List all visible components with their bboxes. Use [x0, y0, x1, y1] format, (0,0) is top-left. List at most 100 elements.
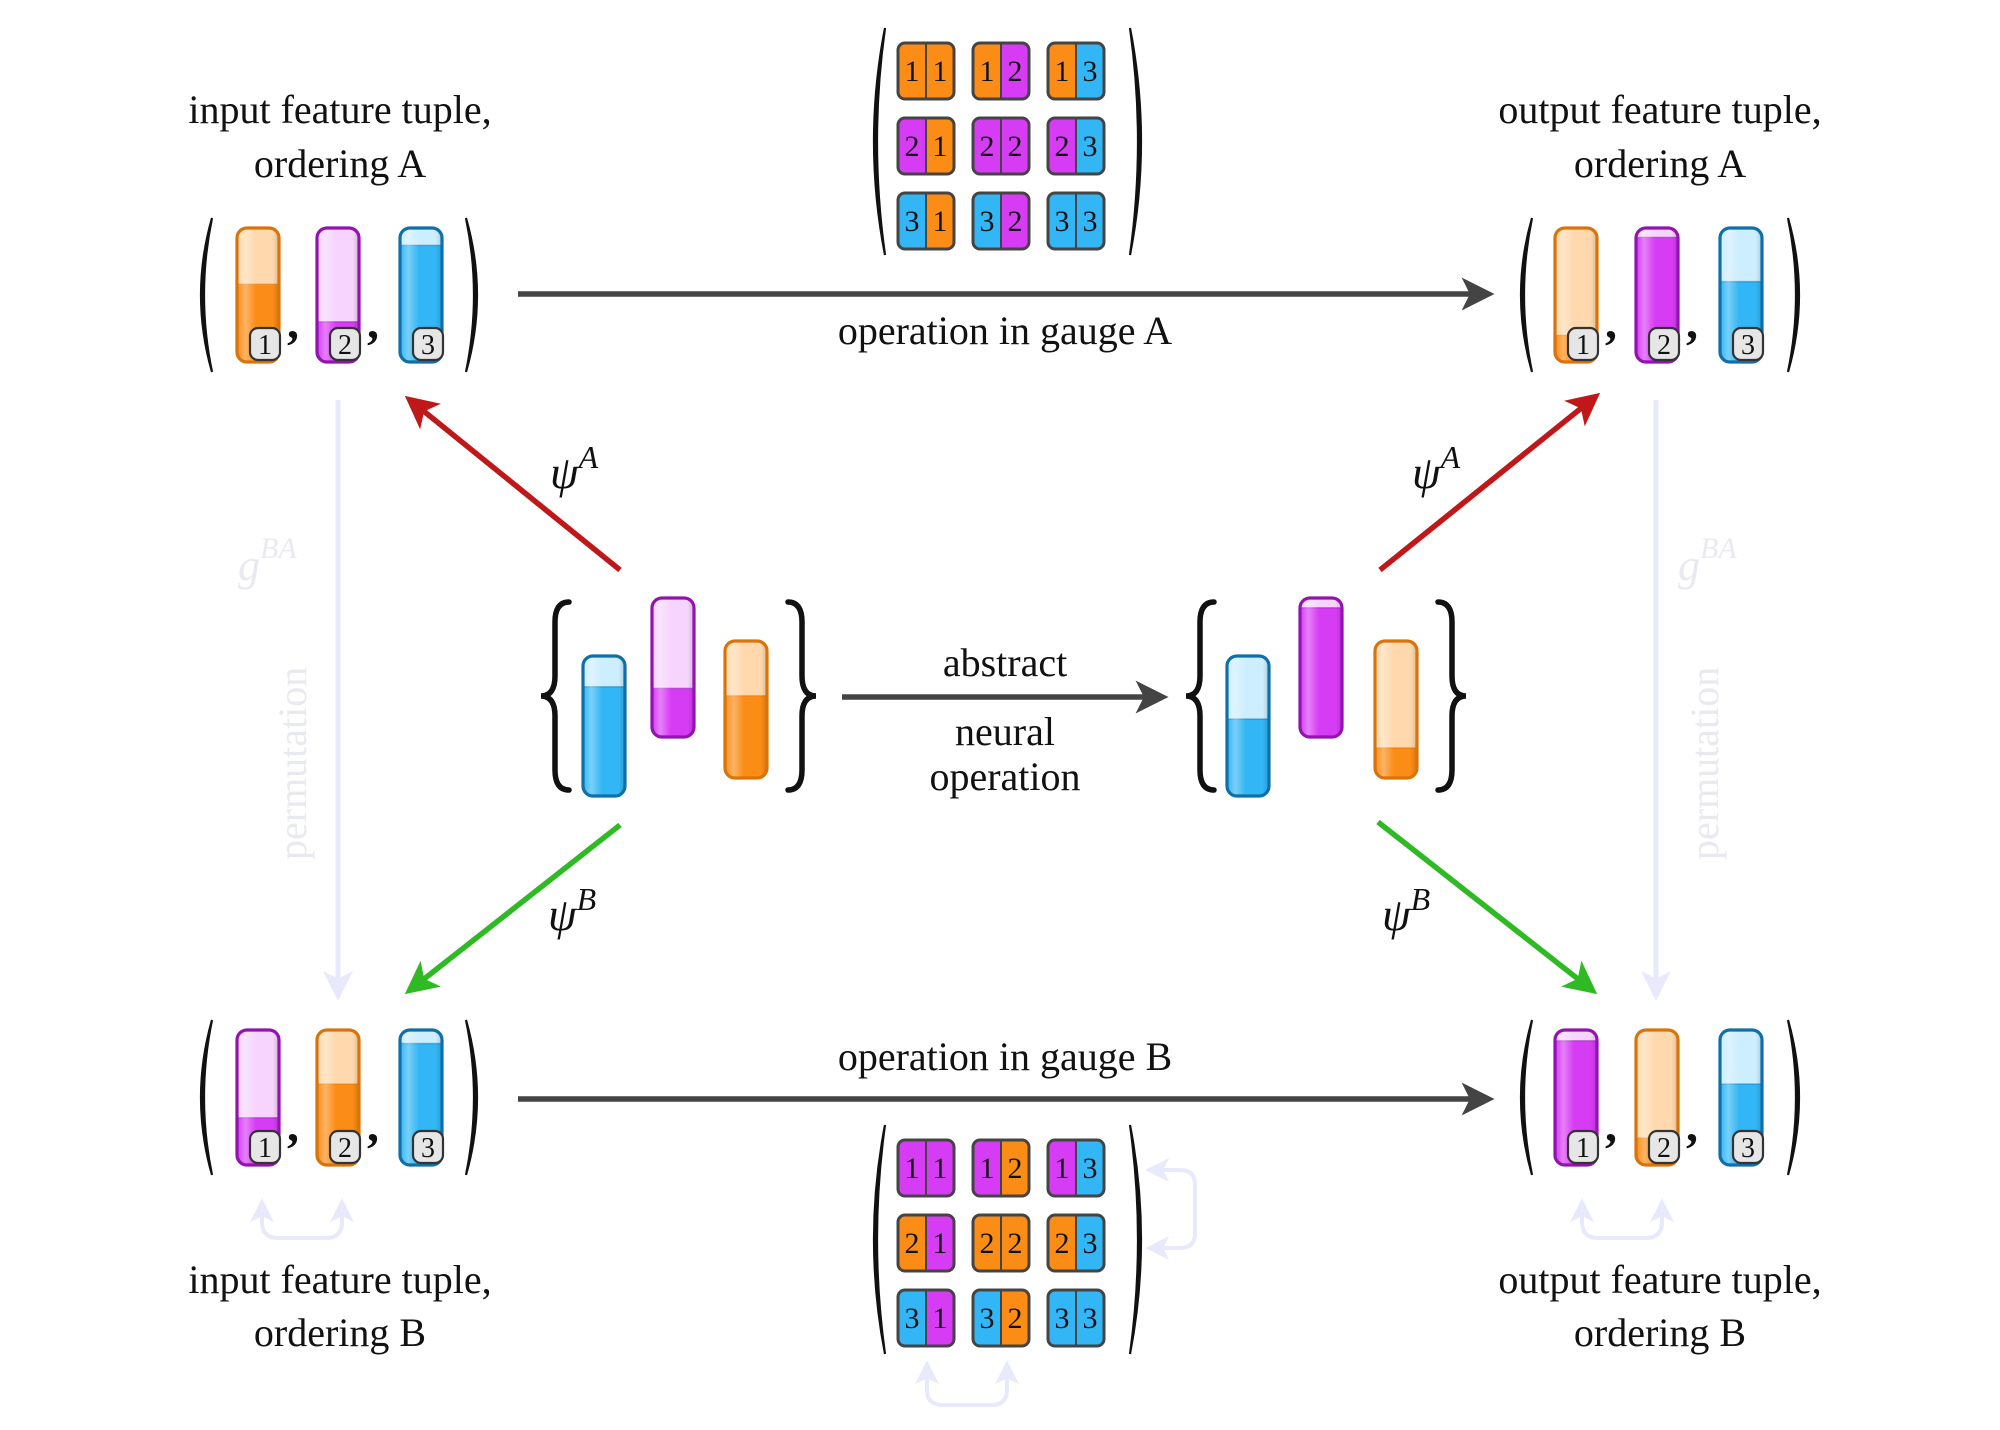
- cell-row-index: 2: [1055, 130, 1070, 163]
- tube-bottom_right-2: 2: [1634, 1028, 1681, 1167]
- tube-top_right-3: 3: [1718, 226, 1765, 364]
- cell-col-index: 3: [1083, 205, 1098, 238]
- right-paren: [1128, 27, 1143, 256]
- tuple-comma: ,: [287, 296, 299, 349]
- g-ba-label-left: gBA: [238, 532, 297, 590]
- label-top-right-line2: ordering A: [1574, 141, 1746, 186]
- label-top-left-line1: input feature tuple,: [188, 87, 491, 132]
- badge-number: 3: [421, 330, 435, 361]
- label-bottom-right: output feature tuple, ordering B: [1498, 1257, 1821, 1355]
- permutation-arrow-left: gBA permutation: [238, 400, 353, 1001]
- tube-outline: [581, 654, 627, 798]
- permutation-arrow-right: gBA permutation: [1641, 400, 1737, 1001]
- cell-row-index: 1: [1055, 1152, 1070, 1185]
- cell-col-index: 1: [933, 205, 948, 238]
- label-top-right: output feature tuple, ordering A: [1498, 87, 1821, 186]
- channel-index-badge: 3: [411, 1129, 445, 1165]
- tube-bottom_right-3: 3: [1718, 1028, 1765, 1167]
- cell-row-index: 2: [980, 130, 995, 163]
- tube-outline: [650, 596, 696, 739]
- tube-outline: [398, 1028, 444, 1167]
- badge-number: 2: [1657, 330, 1671, 361]
- cell-row-index: 2: [1055, 1227, 1070, 1260]
- tube-outline: [235, 226, 281, 364]
- swap-arrow-matrix-columns: [915, 1360, 1019, 1407]
- left-brace: [1185, 599, 1217, 793]
- cell-col-index: 1: [933, 1227, 948, 1260]
- tuple-comma: ,: [367, 1099, 379, 1152]
- label-bottom-right-line1: output feature tuple,: [1498, 1257, 1821, 1302]
- feature-sets: [540, 596, 1467, 798]
- cell-col-index: 1: [933, 55, 948, 88]
- cell-col-index: 1: [933, 130, 948, 163]
- cell-col-index: 2: [1008, 1152, 1023, 1185]
- left-paren: [872, 27, 887, 256]
- label-bottom-right-line2: ordering B: [1574, 1310, 1746, 1355]
- cell-col-index: 3: [1083, 1152, 1098, 1185]
- cell-col-index: 2: [1008, 1302, 1023, 1335]
- channel-index-badge: 3: [1731, 1129, 1765, 1165]
- badge-number: 2: [1657, 1133, 1671, 1164]
- channel-index-badge: 2: [328, 326, 362, 362]
- cell-col-index: 3: [1083, 130, 1098, 163]
- right-paren: [464, 217, 479, 373]
- arrow-psi-b-left: [404, 822, 622, 995]
- swap-arrow-matrix-rows: [1145, 1158, 1197, 1260]
- tuple-comma: ,: [1605, 1099, 1617, 1152]
- arrow-psi-a-right: [1378, 392, 1601, 573]
- tube-top_left-3: 3: [398, 226, 445, 364]
- badge-number: 1: [1576, 330, 1590, 361]
- label-abstract: abstract: [943, 640, 1067, 685]
- cell-col-index: 3: [1083, 1227, 1098, 1260]
- left-paren: [1519, 1019, 1534, 1176]
- tube-top_left-1: 1: [235, 226, 282, 364]
- cell-row-index: 1: [905, 55, 920, 88]
- label-top-left: input feature tuple, ordering A: [188, 87, 491, 186]
- cell-row-index: 1: [980, 1152, 995, 1185]
- cell-row-index: 2: [905, 130, 920, 163]
- cell-row-index: 1: [1055, 55, 1070, 88]
- cell-col-index: 1: [933, 1302, 948, 1335]
- left-paren: [1519, 217, 1534, 373]
- tube-set-input-1: [581, 654, 627, 798]
- cell-col-index: 2: [1008, 1227, 1023, 1260]
- tube-bottom_left-1: 1: [235, 1028, 282, 1167]
- tuple-comma: ,: [1686, 1099, 1698, 1152]
- label-bottom-left: input feature tuple, ordering B: [188, 1257, 491, 1355]
- channel-index-badge: 2: [1647, 326, 1681, 362]
- tube-set-output-3: [1373, 639, 1419, 780]
- feature-tuple-top-left: 1,2,3: [199, 217, 479, 373]
- cell-row-index: 3: [1055, 205, 1070, 238]
- tube-set-input-3: [723, 639, 769, 780]
- tube-outline: [398, 226, 444, 364]
- tube-set-output-1: [1225, 654, 1271, 798]
- badge-number: 2: [338, 330, 352, 361]
- cell-col-index: 2: [1008, 130, 1023, 163]
- badge-number: 3: [1741, 330, 1755, 361]
- swap-arrow-bottom-right: [1570, 1198, 1674, 1240]
- tube-set-input-2: [650, 596, 696, 739]
- cell-row-index: 1: [905, 1152, 920, 1185]
- right-brace: [785, 599, 817, 793]
- cell-row-index: 2: [980, 1227, 995, 1260]
- tube-bottom_left-3: 3: [398, 1028, 445, 1167]
- tube-top_right-2: 2: [1634, 226, 1681, 364]
- tube-outline: [1553, 1028, 1599, 1167]
- left-paren: [199, 217, 214, 373]
- label-psi-b-left: ψB: [548, 881, 596, 940]
- label-psi-a-right: ψA: [1412, 439, 1461, 498]
- feature-tuple-bottom-right: 1, 2, 3: [1519, 1019, 1801, 1176]
- right-paren: [464, 1019, 479, 1176]
- badge-number: 1: [1576, 1133, 1590, 1164]
- right-paren: [1128, 1124, 1143, 1355]
- badge-number: 1: [258, 330, 272, 361]
